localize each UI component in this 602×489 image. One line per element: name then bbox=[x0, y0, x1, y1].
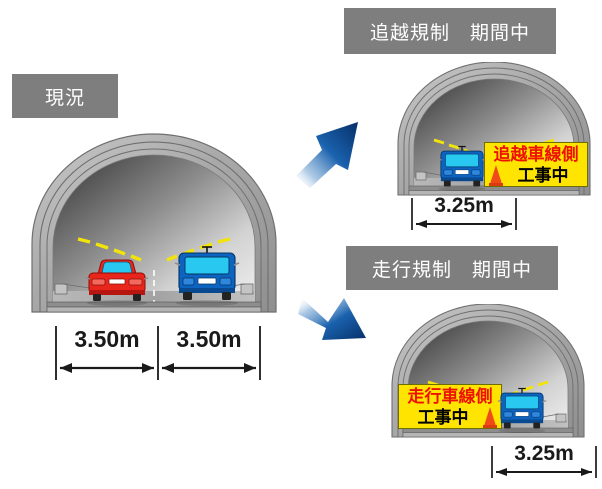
dimension-label-lane-right: 3.50m bbox=[176, 326, 242, 352]
dimension-group-overtaking: 3.25m bbox=[408, 194, 520, 232]
caption-overtaking-restriction: 追越規制 期間中 bbox=[344, 8, 556, 54]
work-sign-line2: 工事中 bbox=[517, 166, 569, 185]
tunnel-current-condition bbox=[30, 132, 278, 318]
work-sign-line1: 走行車線側 bbox=[407, 387, 493, 406]
vehicle-blue-van bbox=[437, 145, 487, 191]
tunnel-light-strip-left bbox=[77, 237, 142, 262]
traffic-cone-icon bbox=[483, 407, 497, 428]
work-sign-line1: 追越車線側 bbox=[493, 145, 579, 164]
caption-driving-restriction: 走行規制 期間中 bbox=[346, 246, 558, 290]
work-sign-driving: 走行車線側 工事中 bbox=[398, 384, 502, 429]
dimension-label-restricted-lane: 3.25m bbox=[514, 442, 574, 465]
caption-current-condition: 現況 bbox=[12, 74, 118, 118]
tunnel-driving-restriction: 走行車線側 工事中 bbox=[390, 304, 586, 442]
vehicle-blue-van bbox=[174, 246, 240, 306]
vehicle-red-sedan bbox=[85, 259, 149, 306]
work-sign-overtaking: 追越車線側 工事中 bbox=[484, 142, 588, 187]
arrow-to-driving bbox=[298, 298, 366, 340]
work-sign-line2: 工事中 bbox=[417, 408, 469, 427]
tunnel-overtaking-restriction: 追越車線側 工事中 bbox=[396, 62, 592, 200]
traffic-cone-icon bbox=[489, 165, 503, 186]
dimension-label-lane-left: 3.50m bbox=[74, 326, 140, 352]
vehicle-blue-van bbox=[497, 387, 547, 433]
dimension-group-current: 3.50m 3.50m bbox=[52, 322, 264, 384]
dimension-group-driving: 3.25m bbox=[488, 442, 600, 480]
dimension-label-restricted-lane: 3.25m bbox=[434, 194, 494, 217]
arrow-to-overtaking bbox=[296, 122, 358, 188]
